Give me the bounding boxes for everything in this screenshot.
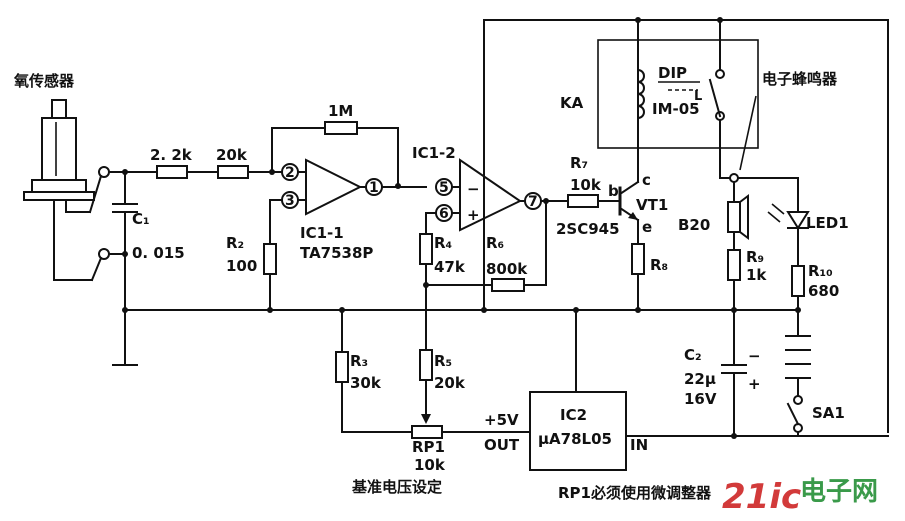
pin-6: 6 (439, 206, 449, 222)
c2-value: 22μ (684, 370, 716, 388)
opamp-minus: − (467, 180, 480, 198)
r-2k2-label: 2. 2k (150, 146, 193, 164)
r10-name: R₁₀ (808, 262, 833, 280)
resistor-r4 (419, 233, 433, 265)
r9-name: R₉ (746, 248, 764, 266)
resistor-r10 (791, 265, 805, 297)
vt1-pin-c: c (642, 171, 651, 189)
pin-3: 3 (285, 193, 295, 209)
c2-name: C₂ (684, 346, 702, 364)
r6-name: R₆ (486, 234, 504, 252)
relay-dip: DIP (658, 64, 687, 82)
watermark-text: 21ic (722, 477, 801, 516)
resistor-r2 (263, 243, 277, 275)
r3-value: 30k (350, 374, 382, 392)
resistor-r5 (419, 349, 433, 381)
relay-contact-top (715, 69, 725, 79)
r7-value: 10k (570, 176, 602, 194)
relay-ka-label: KA (560, 94, 584, 112)
buzzer-b20 (727, 181, 749, 251)
pin-1: 1 (369, 180, 379, 196)
resistor-2k2 (156, 165, 188, 179)
resistor-r3 (335, 351, 349, 383)
pin-2: 2 (285, 165, 295, 181)
r8-name: R₈ (650, 256, 668, 274)
switch-sa1-top (793, 395, 803, 405)
vt1-part: 2SC945 (556, 220, 620, 238)
capacitor-c2 (721, 364, 747, 437)
resistor-r7 (567, 194, 599, 208)
c2-voltage: 16V (684, 390, 717, 408)
ic2-name: IC2 (560, 406, 587, 424)
r5-name: R₅ (434, 352, 452, 370)
opamp-plus: + (467, 206, 480, 224)
ref-voltage-caption: 基准电压设定 (351, 478, 442, 496)
resistor-20k-input (217, 165, 249, 179)
ic2-out: OUT (484, 436, 520, 454)
sa1-name: SA1 (812, 404, 845, 422)
led-1 (767, 177, 810, 267)
ic1-1-part: TA7538P (300, 244, 373, 262)
r-20k-input-label: 20k (216, 146, 248, 164)
r2-name: R₂ (226, 234, 244, 252)
relay-part: IM-05 (652, 100, 700, 118)
c1-value: 0. 015 (132, 244, 185, 262)
resistor-r6 (491, 278, 525, 292)
r4-name: R₄ (434, 234, 452, 252)
regulator-ic2 (529, 391, 627, 471)
b20-name: B20 (678, 216, 710, 234)
resistor-r8 (631, 243, 645, 275)
r4-value: 47k (434, 258, 466, 276)
resistor-r9 (727, 249, 741, 281)
r-1m-label: 1M (328, 102, 353, 120)
ic2-vout: +5V (484, 411, 519, 429)
ic1-2-name: IC1-2 (412, 144, 456, 162)
battery (785, 335, 811, 397)
r6-value: 800k (486, 260, 528, 278)
relay-mark: L (694, 89, 702, 104)
potentiometer-rp1 (411, 425, 443, 439)
buzzer-label: 电子蜂鸣器 (762, 70, 838, 88)
oxygen-sensor-label: 氧传感器 (13, 72, 75, 90)
r9-value: 1k (746, 266, 767, 284)
r3-name: R₃ (350, 352, 368, 370)
switch-sa1-bottom (793, 423, 803, 433)
ic2-part: μA78L05 (538, 430, 612, 448)
resistor-1m (324, 121, 358, 135)
r7-name: R₇ (570, 154, 588, 172)
rp1-value: 10k (414, 456, 446, 474)
led-name: LED1 (806, 214, 849, 232)
oxygen-sensor (23, 99, 95, 281)
relay-ka-box (597, 39, 759, 149)
pin-5: 5 (439, 180, 449, 196)
r10-value: 680 (808, 282, 839, 300)
vt1-name: VT1 (636, 196, 668, 214)
opamp-ic1-1 (281, 158, 427, 216)
opamp-ic1-2 (435, 158, 542, 232)
vt1-pin-e: e (642, 218, 652, 236)
watermark-suffix: 电子网 (800, 477, 878, 507)
c2-plus: + (748, 375, 761, 393)
capacitor-c1 (112, 171, 138, 366)
r5-value: 20k (434, 374, 466, 392)
ic1-1-name: IC1-1 (300, 224, 344, 242)
ic2-in: IN (630, 436, 648, 454)
r2-value: 100 (226, 257, 257, 275)
c1-name: C₁ (132, 210, 150, 228)
c2-minus: − (748, 347, 761, 365)
pin-7: 7 (528, 194, 538, 210)
watermark-logo: 21ic 电子网 (722, 477, 878, 517)
vt1-pin-b: b (608, 182, 619, 200)
relay-coil (636, 68, 645, 120)
rp1-name: RP1 (412, 438, 445, 456)
transistor-vt1 (618, 19, 640, 245)
rp1-note: RP1必须使用微调整器 (558, 484, 712, 502)
